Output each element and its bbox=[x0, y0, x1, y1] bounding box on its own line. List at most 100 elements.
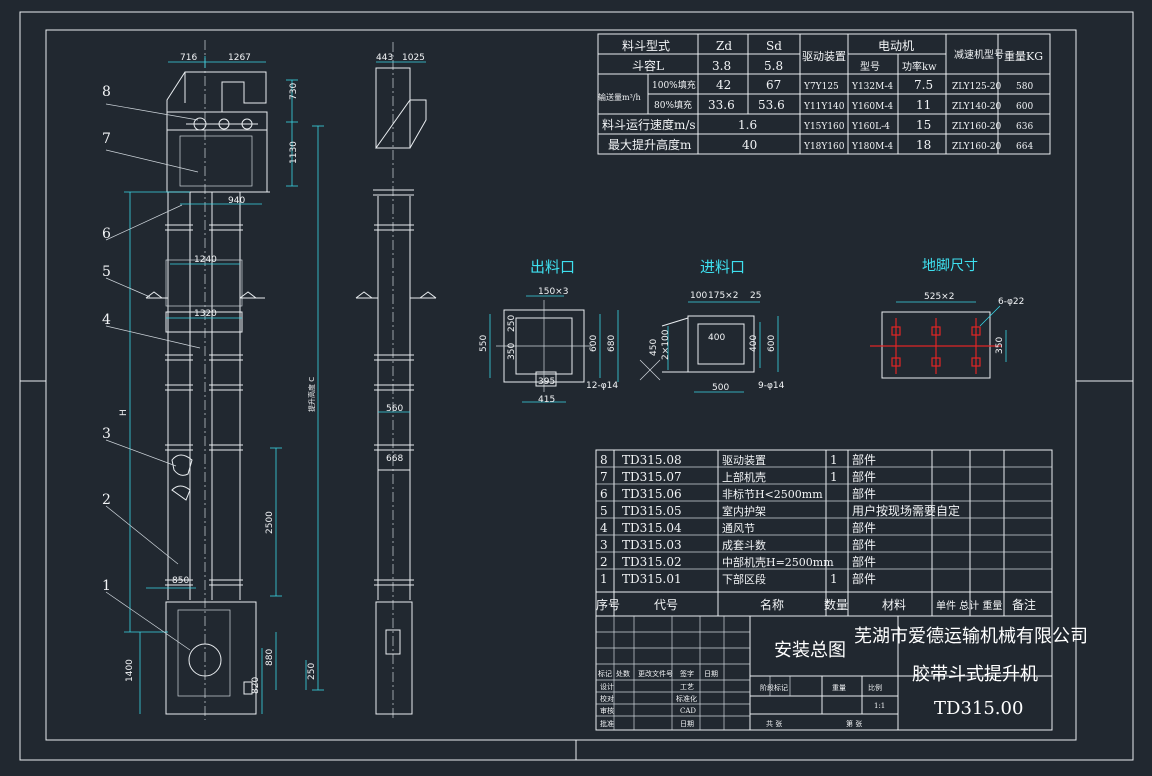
parts-h-qty: 数量 bbox=[824, 597, 848, 612]
balloon-7: 7 bbox=[102, 131, 111, 147]
dim-443: 443 bbox=[376, 53, 393, 63]
balloon-5: 5 bbox=[102, 264, 111, 280]
sheet-inner-border bbox=[45, 29, 1077, 741]
parts-row-mat: 部件 bbox=[852, 520, 876, 535]
spec-r1-weight: 580 bbox=[1016, 82, 1033, 92]
spec-r2-weight: 600 bbox=[1016, 102, 1033, 112]
spec-r3-model: Y160L-4 bbox=[851, 122, 890, 132]
spec-r1-b: 67 bbox=[766, 78, 781, 92]
dim-1240: 1240 bbox=[194, 255, 217, 265]
tb-scale-value: 1:1 bbox=[874, 702, 885, 710]
side-view bbox=[355, 42, 437, 720]
parts-row-name: 通风节 bbox=[722, 522, 755, 535]
parts-row-no: 1 bbox=[600, 572, 608, 586]
spec-r4-weight: 664 bbox=[1016, 142, 1033, 152]
outlet-dim-top: 150×3 bbox=[538, 287, 568, 297]
spec-r4-model: Y180M-4 bbox=[851, 142, 893, 152]
spec-r1-model: Y132M-4 bbox=[851, 82, 893, 92]
parts-row-name: 室内护架 bbox=[722, 504, 766, 518]
parts-row-qty: 1 bbox=[830, 572, 838, 586]
parts-row-mat: 部件 bbox=[852, 486, 876, 501]
dim-H: H bbox=[119, 409, 129, 416]
spec-r2-power: 11 bbox=[916, 98, 931, 112]
outlet-title: 出料口 bbox=[530, 258, 575, 276]
parts-row-qty: 1 bbox=[830, 470, 838, 484]
parts-h-code: 代号 bbox=[654, 598, 678, 612]
parts-row-code: TD315.01 bbox=[622, 572, 682, 586]
tb-drawing-title: 安装总图 bbox=[774, 640, 846, 661]
tb-std: 标准化 bbox=[676, 694, 697, 703]
tb-design: 设计 bbox=[600, 682, 614, 691]
spec-h-weight: 重量KG bbox=[1004, 49, 1043, 63]
dim-2500: 2500 bbox=[265, 511, 275, 534]
parts-row-mat: 部件 bbox=[852, 537, 876, 552]
parts-h-note: 备注 bbox=[1012, 597, 1036, 612]
spec-h-capacity: 输送量m³/h bbox=[598, 92, 641, 102]
outlet-dim-395: 395 bbox=[538, 377, 555, 387]
spec-r1-reducer: ZLY125-20 bbox=[952, 82, 1002, 92]
outlet-view: 出料口 150×3 550 250 350 600 680 395 415 12… bbox=[479, 258, 619, 405]
tb-cad: CAD bbox=[680, 707, 696, 715]
dim-1025: 1025 bbox=[402, 53, 425, 63]
parts-row-code: TD315.03 bbox=[622, 538, 682, 552]
parts-row-mat: 部件 bbox=[852, 571, 876, 586]
parts-h-mat: 材料 bbox=[882, 598, 906, 612]
parts-row-no: 2 bbox=[600, 555, 608, 569]
spec-h-zd: Zd bbox=[716, 39, 732, 53]
inlet-dim-25: 25 bbox=[750, 291, 761, 301]
tb-change: 更改文件号 bbox=[638, 669, 673, 678]
parts-row-name: 下部区段 bbox=[722, 572, 766, 586]
outlet-dim-holes: 12-φ14 bbox=[586, 381, 618, 391]
spec-r2-reducer: ZLY140-20 bbox=[952, 102, 1002, 112]
dim-1320: 1320 bbox=[194, 309, 217, 319]
foundation-dim-top: 525×2 bbox=[924, 292, 954, 302]
tb-weight: 重量 bbox=[832, 684, 846, 692]
spec-r3-reducer: ZLY160-20 bbox=[952, 122, 1002, 132]
tb-date2: 日期 bbox=[680, 720, 694, 728]
tb-company: 芜湖市爱德运输机械有限公司 bbox=[854, 626, 1088, 647]
spec-r3-weight: 636 bbox=[1016, 122, 1033, 132]
spec-r3-a: 1.6 bbox=[738, 118, 757, 132]
parts-row-name: 非标节H<2500mm bbox=[722, 487, 823, 501]
dim-716: 716 bbox=[180, 53, 197, 63]
tb-product: 胶带斗式提升机 bbox=[912, 664, 1038, 685]
parts-row-mat: 部件 bbox=[852, 469, 876, 484]
spec-h-sd: Sd bbox=[766, 39, 782, 53]
parts-row-name: 上部机壳 bbox=[722, 470, 766, 484]
part-balloons: 8 7 6 5 4 3 2 1 bbox=[102, 84, 111, 594]
parts-row-code: TD315.07 bbox=[622, 470, 682, 484]
parts-row-no: 5 bbox=[600, 504, 608, 518]
parts-row-code: TD315.04 bbox=[622, 521, 682, 535]
inlet-dim-450: 450 bbox=[649, 339, 659, 356]
inlet-title: 进料口 bbox=[700, 258, 745, 276]
dim-730: 730 bbox=[289, 83, 299, 100]
spec-r4-reducer: ZLY160-20 bbox=[952, 142, 1002, 152]
parts-row-code: TD315.05 bbox=[622, 504, 682, 518]
parts-row-no: 8 bbox=[600, 453, 608, 467]
spec-h-power: 功率kw bbox=[902, 60, 937, 73]
title-block: 标记 处数 更改文件号 签字 日期 设计 校对 审核 批准 工艺 标准化 CAD… bbox=[595, 615, 1088, 731]
dim-880: 880 bbox=[265, 649, 275, 666]
foundation-dim-holes: 6-φ22 bbox=[998, 297, 1024, 307]
balloon-3: 3 bbox=[102, 426, 111, 442]
spec-r1-drive: Y7Y125 bbox=[803, 82, 839, 92]
tb-total: 共 张 bbox=[766, 719, 782, 728]
outlet-dim-550: 550 bbox=[479, 335, 489, 352]
spec-r1-power: 7.5 bbox=[914, 78, 933, 92]
spec-h-fill80: 80%填充 bbox=[654, 99, 692, 111]
spec-r2-b: 53.6 bbox=[758, 98, 785, 112]
spec-h-reducer: 减速机型号 bbox=[954, 48, 1004, 61]
spec-r3-power: 15 bbox=[916, 118, 931, 132]
parts-h-no: 序号 bbox=[596, 597, 620, 612]
spec-v-sd: 5.8 bbox=[764, 59, 783, 73]
front-dimensions: 716 1267 730 1130 940 1240 1320 H 2500 8… bbox=[119, 53, 317, 694]
balloon-8: 8 bbox=[102, 84, 111, 100]
dim-1267: 1267 bbox=[228, 53, 251, 63]
inlet-dim-2x100: 2×100 bbox=[661, 329, 671, 360]
parts-row-mat: 用户按现场需要自定 bbox=[852, 503, 960, 518]
tb-approve: 批准 bbox=[600, 719, 614, 728]
spec-h-fill100: 100%填充 bbox=[652, 79, 696, 91]
spec-r2-drive: Y11Y140 bbox=[803, 102, 845, 112]
tb-date: 日期 bbox=[704, 670, 718, 678]
